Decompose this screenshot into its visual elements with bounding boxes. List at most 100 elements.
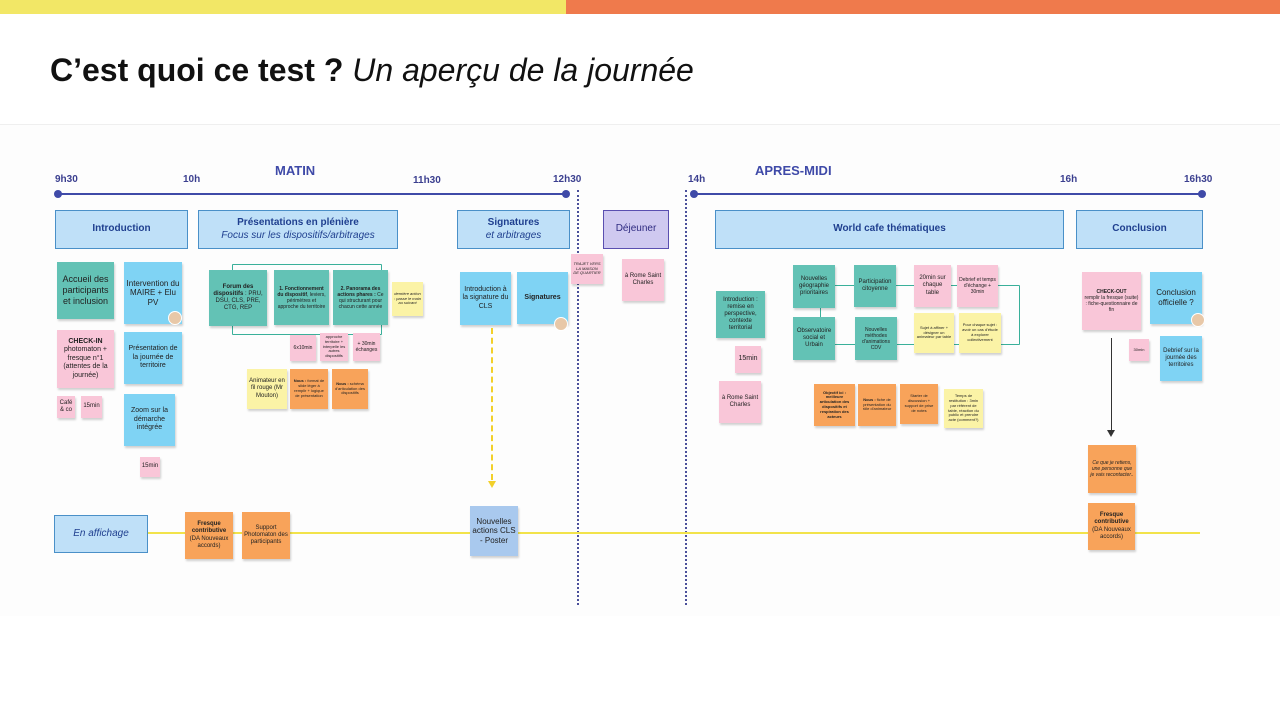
time-label: 12h30 <box>553 174 582 185</box>
connector-line <box>491 328 493 480</box>
note-checkin: CHECK-IN photomaton + fresque n°1 (atten… <box>57 330 114 388</box>
timeline-dot <box>562 190 570 198</box>
note-derniere-action: dernière action : passe le main au suiva… <box>392 282 423 316</box>
note-rome-saint-charles: à Rome Saint Charles <box>719 381 761 423</box>
header-world-cafe-label: World cafe thématiques <box>833 223 946 235</box>
note-30min-echanges: + 30min échanges <box>353 333 380 361</box>
note-panorama: 2. Panorama des actions phares : Ce qui … <box>333 270 388 325</box>
note-checkout-title: CHECK-OUT <box>1096 289 1127 295</box>
time-label: 16h <box>1060 174 1078 185</box>
timeline-dot <box>54 190 62 198</box>
header-conclusion-label: Conclusion <box>1112 223 1167 235</box>
header-en-affichage: En affichage <box>54 515 148 553</box>
note-intervention-text: Intervention du MAIRE + Elu PV <box>126 278 180 307</box>
note-30min: 30min <box>1129 339 1149 361</box>
note-participation: Participation citoyenne <box>854 265 896 307</box>
header-conclusion: Conclusion <box>1076 210 1203 249</box>
note-nouvelles-actions: Nouvelles actions CLS - Poster <box>470 506 518 556</box>
header-signatures-sub: et arbitrages <box>485 229 542 241</box>
connector-line <box>1111 338 1112 434</box>
note-pour-chaque: Pour chaque sujet : avoir un cas d'étude… <box>959 313 1001 353</box>
note-starter: Starter de discussion + support de prise… <box>900 384 938 424</box>
note-forum: Forum des dispositifs : PRU, DSU, CLS, P… <box>209 270 267 326</box>
note-accueil: Accueil des participants et inclusion <box>57 262 114 319</box>
note-checkout: CHECK-OUT remplir la fresque (suite) : f… <box>1082 272 1141 330</box>
note-geographie: Nouvelles géographie prioritaires <box>793 265 835 308</box>
note-forum-title: Forum des dispositifs <box>213 283 254 297</box>
arrow-down-icon <box>488 481 496 488</box>
note-nous-fiche-text: fiche de présentation du rôle d'animateu… <box>862 396 892 412</box>
note-rome-saint-charles: à Rome Saint Charles <box>622 259 664 301</box>
note-objectif: Objectif ici : meilleure articulation de… <box>814 384 855 426</box>
note-fresque-title: Fresque contributive <box>1094 512 1129 526</box>
affichage-line <box>148 532 1200 534</box>
separator-lunch-end <box>685 190 687 605</box>
top-accent-bar-yellow <box>0 0 566 14</box>
note-fresque-title: Fresque contributive <box>191 521 227 535</box>
header-world-cafe: World cafe thématiques <box>715 210 1064 249</box>
header-signatures-title: Signatures <box>487 217 540 228</box>
note-temps-restitution: Temps de restitution : 3min par référent… <box>944 389 983 428</box>
note-fonctionnement: 1. Fonctionnement du dispositif, leviers… <box>274 270 329 325</box>
note-observatoire: Observatoire social et Urbain <box>793 317 835 360</box>
note-intro-cls: Introduction à la signature du CLS <box>460 272 511 325</box>
note-support-photomaton: Support Photomaton des participants <box>242 512 290 559</box>
slide-title: C’est quoi ce test ? Un aperçu de la jou… <box>50 52 694 89</box>
timeline-dot <box>1198 190 1206 198</box>
time-label: 9h30 <box>55 174 78 185</box>
note-cafe: Café & co <box>57 396 75 418</box>
timeline-morning <box>58 193 566 195</box>
note-6x10min: 6x10min <box>290 335 316 361</box>
note-nous-fiche-title: Nous : <box>863 396 876 402</box>
header-dejeuner: Déjeuner <box>603 210 669 249</box>
note-methodes: Nouvelles méthodes d'animations CDV <box>855 317 897 360</box>
note-checkin-title: CHECK-IN <box>68 338 103 346</box>
timeline-afternoon <box>694 193 1202 195</box>
note-nous-format-text: format de slide léger à remplir + logiqu… <box>294 378 325 398</box>
avatar <box>554 317 568 331</box>
header-en-affichage-label: En affichage <box>73 527 129 539</box>
note-nous-format: Nous : format de slide léger à remplir +… <box>290 369 328 409</box>
separator-lunch-start <box>577 190 579 605</box>
note-fonctionnement-title: 1. Fonctionnement du dispositif <box>277 285 324 298</box>
note-fresque-text: (DA Nouveaux accords) <box>189 535 229 549</box>
note-15min: 15min <box>735 346 761 373</box>
time-label: 16h30 <box>1184 174 1213 185</box>
note-fresque-contributive: Fresque contributive (DA Nouveaux accord… <box>1088 503 1135 550</box>
note-nous-format-title: Nous : <box>293 378 307 384</box>
header-signatures: Signatures et arbitrages <box>457 210 570 249</box>
note-20min: 20min sur chaque table <box>914 265 951 307</box>
period-morning: MATIN <box>275 163 316 178</box>
note-trajet: TRAJET VERS LA MAISON DE QUARTIER <box>571 254 603 284</box>
note-approche: approche territoire + interpelle les aut… <box>320 333 348 361</box>
header-introduction: Introduction <box>55 210 188 249</box>
note-sujet-affiner: Sujet à affiner + désigner un animateur … <box>914 313 954 353</box>
note-ce-que-je-retiens: Ce que je retiens, une personne que je v… <box>1088 445 1136 493</box>
note-checkout-text: remplir la fresque (suite) : fiche-quest… <box>1084 295 1139 313</box>
arrow-down-icon <box>1107 430 1115 437</box>
note-introduction-pm: Introduction : remise en perspective, co… <box>716 291 765 338</box>
note-fresque-text: (DA Nouveaux accords) <box>1092 526 1131 540</box>
note-zoom: Zoom sur la démarche intégrée <box>124 394 175 446</box>
note-fonctionnement-text: , leviers, périmètres et approche du ter… <box>277 291 326 310</box>
note-animateur: Animateur en fil rouge (Mr Mouton) <box>247 369 287 409</box>
note-nous-schema-title: Nous : <box>336 380 349 386</box>
note-15min: 15min <box>81 396 102 418</box>
header-dejeuner-label: Déjeuner <box>615 223 657 235</box>
note-panorama-text: Ce qui structurant pour chacun cette ann… <box>338 291 384 310</box>
timeline-dot <box>690 190 698 198</box>
header-introduction-label: Introduction <box>92 223 151 235</box>
note-panorama-title: 2. Panorama des actions phares : <box>337 285 381 298</box>
time-label: 11h30 <box>413 175 441 186</box>
header-presentations: Présentations en plénière Focus sur les … <box>198 210 398 249</box>
note-nous-schema: Nous : schéma d'articulation des disposi… <box>332 369 368 409</box>
note-debrief-journee: Debrief sur la journée des territoires <box>1160 336 1202 381</box>
period-afternoon: APRES-MIDI <box>755 163 832 178</box>
note-presentation-journee: Présentation de la journée de territoire <box>124 332 182 384</box>
time-label: 14h <box>688 174 706 185</box>
avatar <box>1191 313 1205 327</box>
top-accent-bar-orange <box>566 0 1280 14</box>
header-presentations-title: Présentations en plénière <box>237 217 359 228</box>
avatar <box>168 311 182 325</box>
title-bold: C’est quoi ce test ? <box>50 52 344 88</box>
